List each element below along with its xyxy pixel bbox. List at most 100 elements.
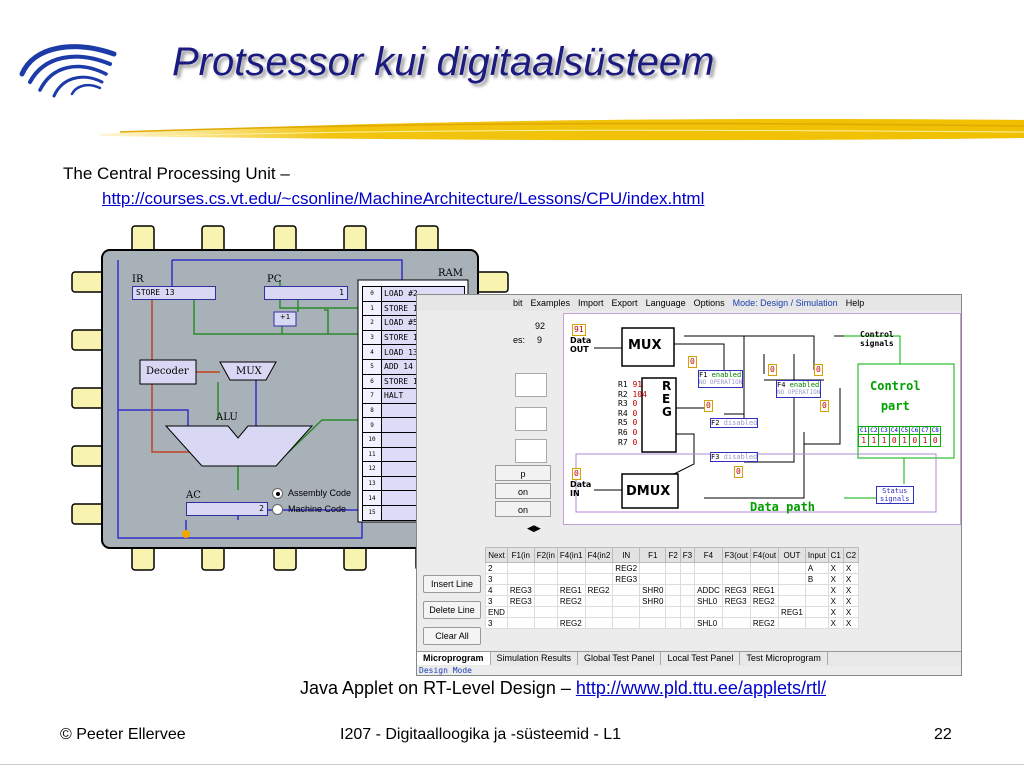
grid-cell[interactable] [506,617,535,629]
grid-column-header[interactable]: C2 [842,547,860,563]
grid-cell[interactable]: X [827,617,844,629]
grid-cell[interactable]: SHL0 [694,595,723,607]
grid-cell[interactable] [584,617,614,629]
grid-cell[interactable] [506,562,535,574]
grid-cell[interactable] [533,573,558,585]
grid-cell[interactable]: 3 [485,617,508,629]
grid-cell[interactable] [584,573,614,585]
grid-cell[interactable] [694,573,723,585]
radio-assembly-code[interactable]: Assembly Code [272,488,351,500]
grid-cell[interactable]: X [827,595,844,607]
grid-cell[interactable] [778,573,806,585]
grid-cell[interactable]: REG2 [556,595,586,607]
grid-cell[interactable] [804,606,829,618]
grid-cell[interactable] [612,617,641,629]
grid-cell[interactable]: 3 [485,573,508,585]
grid-cell[interactable] [804,595,829,607]
rtl-applet-link[interactable]: http://www.pld.ttu.ee/applets/rtl/ [575,678,826,698]
f3-unit[interactable]: F3 disabled [710,452,759,462]
control-bit-value[interactable]: 0 [929,434,941,447]
grid-cell[interactable] [665,606,681,618]
grid-cell[interactable] [721,617,751,629]
grid-cell[interactable]: A [804,562,829,574]
control-bit-value[interactable]: 1 [878,434,890,447]
f2-unit[interactable]: F2 disabled [710,418,759,428]
grid-cell[interactable] [533,562,558,574]
control-bit-value[interactable]: 1 [868,434,880,447]
grid-cell[interactable] [665,595,681,607]
grid-cell[interactable] [694,606,723,618]
grid-column-header[interactable]: IN [612,547,641,563]
grid-column-header[interactable]: F4(out [749,547,780,563]
menu-language[interactable]: Language [645,298,686,308]
grid-cell[interactable]: REG1 [749,584,780,596]
grid-cell[interactable] [679,606,696,618]
grid-cell[interactable]: REG2 [612,562,641,574]
cpu-applet-link[interactable]: http://courses.cs.vt.edu/~csonline/Machi… [102,189,705,208]
grid-cell[interactable]: X [842,595,860,607]
grid-cell[interactable] [584,606,614,618]
grid-cell[interactable] [556,573,586,585]
grid-cell[interactable] [778,562,806,574]
control-bit-value[interactable]: 0 [909,434,921,447]
menu-import[interactable]: Import [578,298,604,308]
control-bit-value[interactable]: 0 [888,434,900,447]
side-button-1[interactable]: p [495,465,551,481]
grid-cell[interactable] [612,584,641,596]
grid-cell[interactable]: SHL0 [694,617,723,629]
grid-cell[interactable] [584,595,614,607]
grid-cell[interactable] [506,573,535,585]
grid-cell[interactable]: 3 [485,595,508,607]
grid-cell[interactable]: REG2 [556,617,586,629]
grid-column-header[interactable]: F4(in1 [556,547,586,563]
grid-cell[interactable] [533,595,558,607]
grid-cell[interactable]: SHR0 [639,584,667,596]
menu-help[interactable]: Help [845,298,865,308]
grid-cell[interactable] [749,606,780,618]
tab-local-test-panel[interactable]: Local Test Panel [661,652,741,665]
grid-cell[interactable] [721,562,751,574]
grid-cell[interactable] [556,606,586,618]
grid-cell[interactable] [584,562,614,574]
menu-bit[interactable]: bit [513,298,523,308]
grid-cell[interactable]: REG1 [778,606,806,618]
grid-cell[interactable]: B [804,573,829,585]
grid-cell[interactable] [804,617,829,629]
grid-cell[interactable] [639,617,667,629]
grid-cell[interactable] [721,573,751,585]
control-bit-value[interactable]: 1 [898,434,911,447]
grid-cell[interactable] [639,606,667,618]
side-button-2[interactable]: on [495,483,551,499]
control-bit-value[interactable]: 1 [919,434,931,447]
delete-line-button[interactable]: Delete Line [423,601,481,619]
grid-cell[interactable]: X [827,584,844,596]
grid-column-header[interactable]: F3(out [721,547,751,563]
menu-mode[interactable]: Mode: Design / Simulation [732,298,838,308]
grid-cell[interactable]: REG1 [556,584,586,596]
menu-options[interactable]: Options [693,298,725,308]
control-bit-value[interactable]: 1 [857,434,870,447]
grid-cell[interactable] [679,584,696,596]
clear-all-button[interactable]: Clear All [423,627,481,645]
grid-cell[interactable]: ADDC [694,584,723,596]
grid-column-header[interactable]: F4(in2 [584,547,614,563]
grid-cell[interactable] [679,562,696,574]
grid-cell[interactable] [694,562,723,574]
grid-cell[interactable] [612,606,641,618]
grid-cell[interactable]: X [827,573,844,585]
grid-cell[interactable]: REG3 [506,595,535,607]
grid-cell[interactable] [679,573,696,585]
grid-cell[interactable] [778,617,806,629]
grid-cell[interactable]: REG2 [749,595,780,607]
grid-cell[interactable]: 2 [485,562,508,574]
radio-machine-code[interactable]: Machine Code [272,504,346,516]
grid-cell[interactable]: X [842,573,860,585]
grid-column-header[interactable]: C1 [827,547,844,563]
grid-cell[interactable] [533,617,558,629]
grid-cell[interactable]: REG2 [584,584,614,596]
grid-cell[interactable] [556,562,586,574]
grid-column-header[interactable]: OUT [778,547,806,563]
